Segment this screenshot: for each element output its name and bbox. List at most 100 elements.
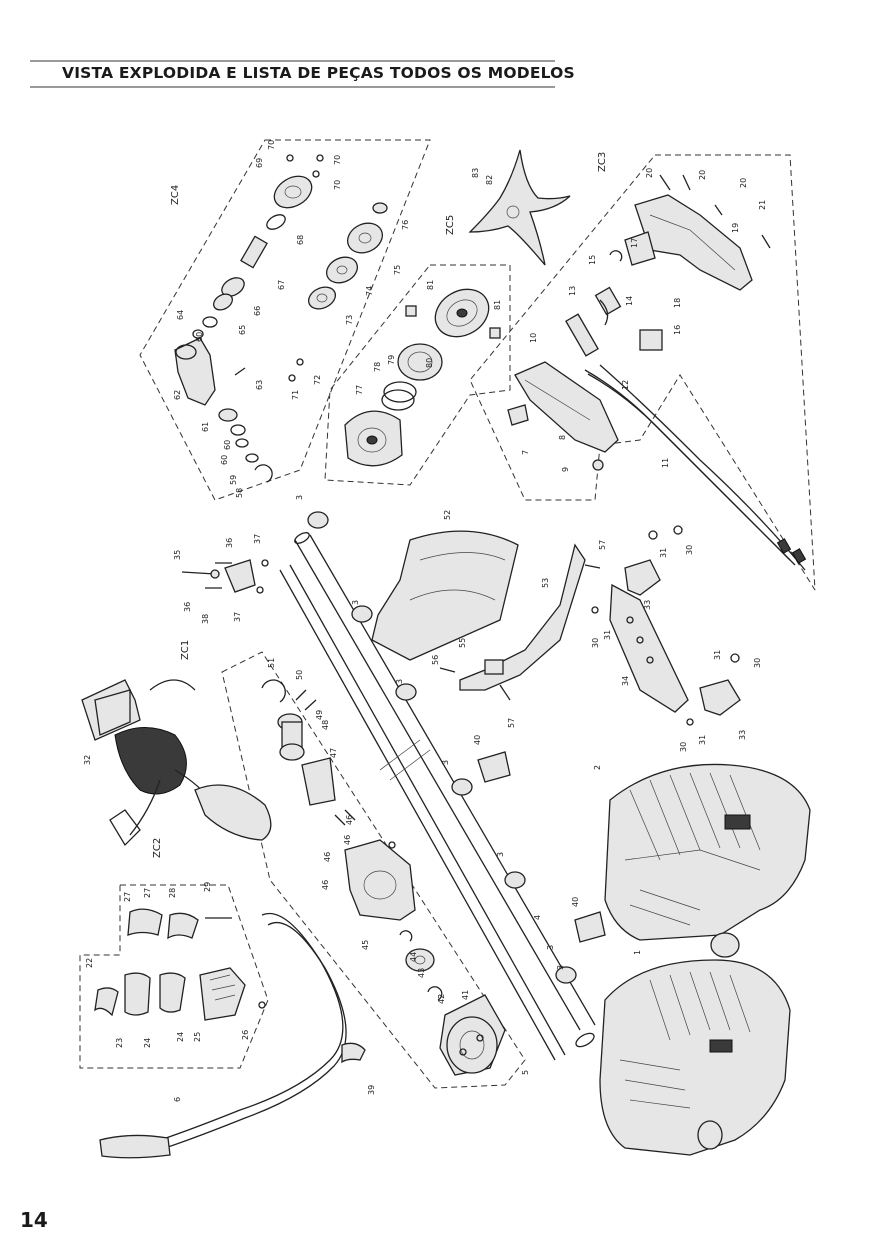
handle-bracket-30-34	[591, 525, 741, 726]
part-label: 55	[458, 638, 467, 648]
part-label: 4	[533, 915, 542, 920]
part-label: 3	[351, 600, 360, 605]
zc5-parts	[344, 288, 501, 467]
part-label: 69	[255, 158, 264, 168]
part-label: 60	[220, 455, 229, 465]
part-label: 58	[235, 488, 244, 498]
part-label: 56	[431, 655, 440, 665]
part-label: 2	[593, 765, 602, 770]
part-label: 38	[201, 614, 210, 624]
part-label: 77	[355, 385, 364, 395]
part-label: 52	[443, 510, 452, 520]
group-label-zc4: ZC4	[170, 185, 181, 205]
part-label: 3	[441, 760, 450, 765]
part-label: 3	[546, 945, 555, 950]
blade-part-83	[468, 149, 571, 266]
part-label: 8	[558, 435, 567, 440]
part-label: 33	[643, 600, 652, 610]
part-label: 53	[541, 578, 550, 588]
part-label: 73	[345, 315, 354, 325]
harness-part-32	[81, 679, 272, 847]
part-label: 9	[561, 467, 570, 472]
part-label: 68	[296, 235, 305, 245]
part-label: 43	[417, 968, 426, 978]
header-rule-top	[30, 60, 555, 62]
group-outline-zc2	[79, 884, 269, 1069]
part-label: 3	[556, 965, 565, 970]
part-label: 40	[571, 897, 580, 907]
part-label: 28	[168, 888, 177, 898]
part-label: 3	[295, 495, 304, 500]
part-label: 60	[223, 440, 232, 450]
page-title: VISTA EXPLODIDA E LISTA DE PEÇAS TODOS O…	[62, 64, 575, 82]
part-label: 64	[176, 310, 185, 320]
engine-part-1	[599, 959, 791, 1156]
part-label: 33	[738, 730, 747, 740]
part-label: 31	[603, 630, 612, 640]
part-label: 81	[493, 300, 502, 310]
part-label: 39	[367, 1085, 376, 1095]
part-label: 70	[333, 180, 342, 190]
part-label: 5	[521, 1070, 530, 1075]
part-label: 76	[401, 220, 410, 230]
part-label: 46	[345, 815, 354, 825]
part-label: 17	[630, 238, 639, 248]
part-label: 47	[329, 748, 338, 758]
bracket-35-38	[181, 559, 269, 594]
part-label: 26	[241, 1030, 250, 1040]
part-label: 44	[409, 952, 418, 962]
part-label: 20	[645, 168, 654, 178]
part-label: 49	[315, 710, 324, 720]
part-label: 75	[393, 265, 402, 275]
part-label: 83	[471, 168, 480, 178]
header-rule-bottom	[30, 86, 555, 88]
loop-handle-part-6	[99, 912, 366, 1159]
part-label: 80	[425, 358, 434, 368]
group-label-zc1: ZC1	[180, 640, 191, 660]
part-label: 20	[739, 178, 748, 188]
part-label: 79	[387, 355, 396, 365]
part-label: 27	[123, 892, 132, 902]
group-label-zc2: ZC2	[152, 838, 163, 858]
part-label: 59	[229, 475, 238, 485]
part-label: 46	[321, 880, 330, 890]
part-label: 10	[529, 333, 538, 343]
part-label: 67	[277, 280, 286, 290]
part-label: 46	[323, 852, 332, 862]
part-label: 21	[758, 200, 767, 210]
part-label: 25	[193, 1032, 202, 1042]
part-label: 1	[633, 950, 642, 955]
part-label: 12	[621, 380, 630, 390]
part-label: 42	[437, 994, 446, 1004]
part-label: 31	[698, 735, 707, 745]
part-label: 36	[183, 602, 192, 612]
part-label: 62	[173, 390, 182, 400]
part-label: 35	[173, 550, 182, 560]
part-label: 82	[485, 175, 494, 185]
part-label: 50	[295, 670, 304, 680]
part-label: 37	[253, 534, 262, 544]
part-label: 30	[685, 545, 694, 555]
part-label: 48	[321, 720, 330, 730]
part-label: 20	[698, 170, 707, 180]
part-label: 31	[659, 548, 668, 558]
part-label: 14	[625, 296, 634, 306]
part-label: 74	[365, 286, 374, 296]
part-label: 61	[201, 422, 210, 432]
part-label: 31	[713, 650, 722, 660]
part-label: 27	[143, 888, 152, 898]
part-label: 19	[731, 223, 740, 233]
group-outline-zc5	[324, 264, 511, 486]
part-label: 57	[598, 540, 607, 550]
group-outline-zc1	[221, 651, 526, 1089]
engine-part-2	[604, 763, 811, 958]
part-label: 41	[461, 990, 470, 1000]
part-label: 6	[173, 1097, 182, 1102]
part-label: 65	[238, 325, 247, 335]
part-label: 24	[143, 1038, 152, 1048]
part-label: 57	[507, 718, 516, 728]
part-label: 30	[591, 638, 600, 648]
zc1-parts	[261, 679, 506, 1076]
